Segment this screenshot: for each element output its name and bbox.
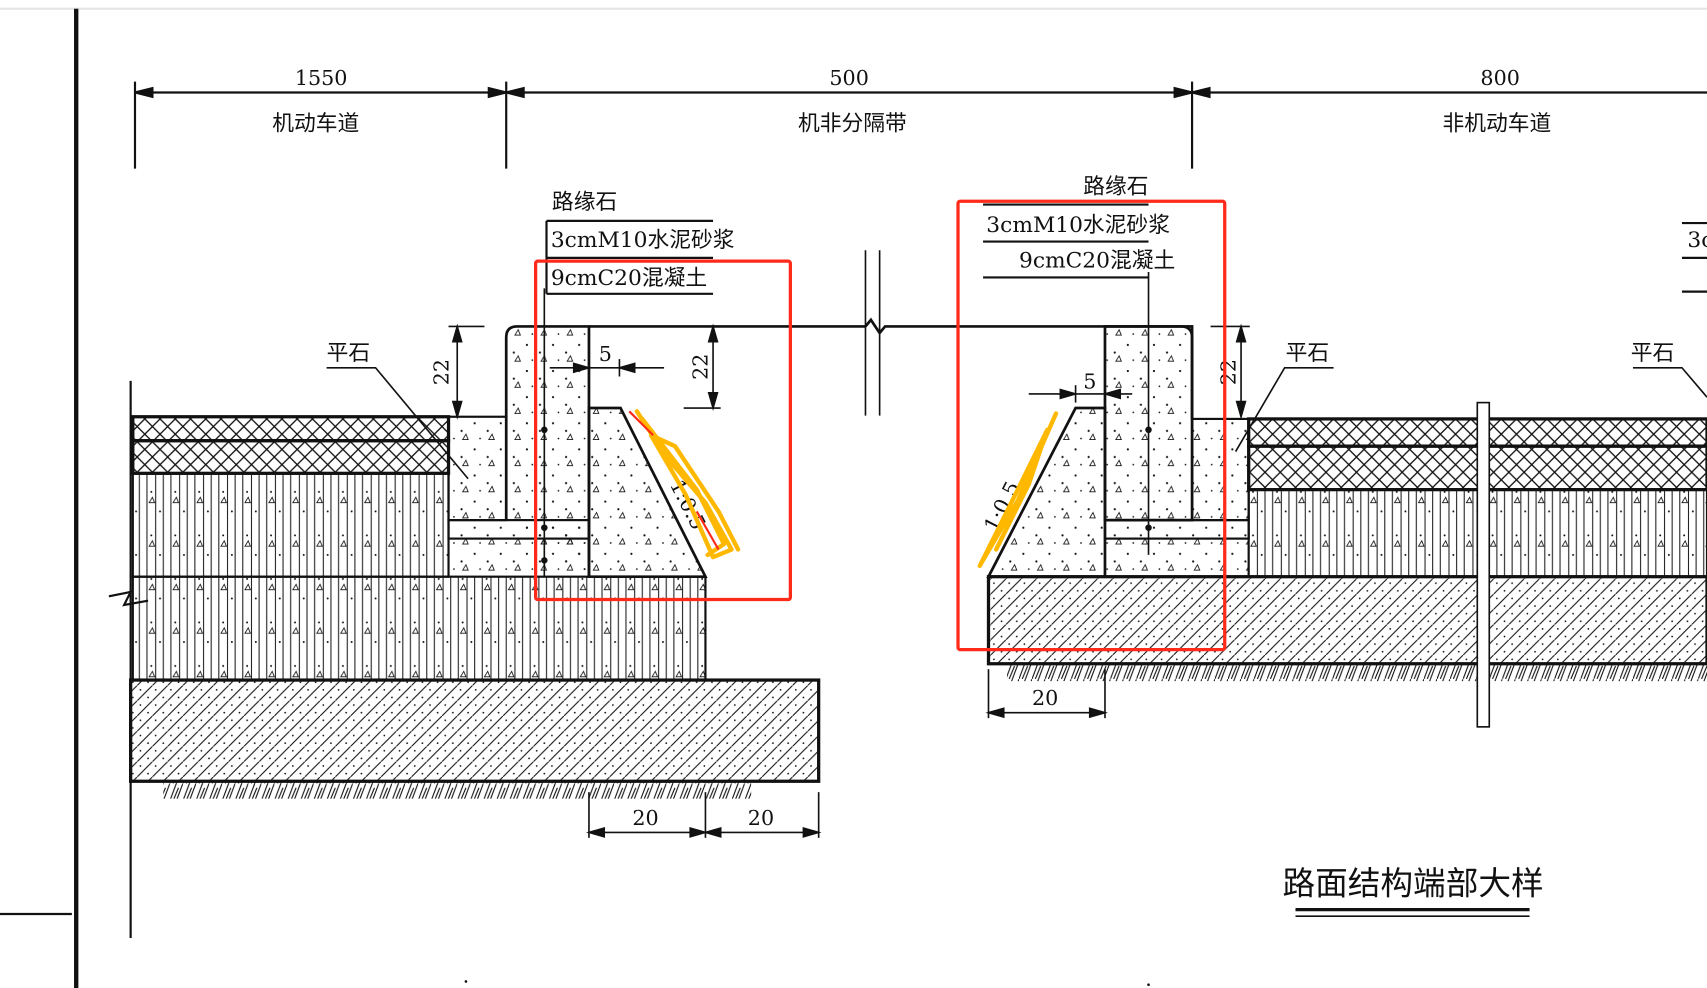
right-layer1-label: 3cmM10水泥砂浆 <box>986 213 1170 238</box>
right-leader-lines <box>983 203 1149 279</box>
cut-off-leader <box>1681 221 1707 293</box>
annotation-box-right <box>956 199 1227 652</box>
label-motor-lane: 机动车道 <box>272 112 359 137</box>
flat-stone-label: 平石 <box>327 341 371 366</box>
annotation-box-left <box>533 259 792 602</box>
label-nonmotor-lane: 非机动车道 <box>1443 112 1552 137</box>
dim-bottom-left-a: 20 <box>632 806 658 830</box>
height-dimensions <box>448 323 1250 420</box>
dim-separator: 500 <box>829 66 868 90</box>
dim-nonmotor-lane: 800 <box>1480 66 1519 90</box>
annotation-scribble-right <box>977 411 1059 568</box>
drawing-title: 路面结构端部大样 <box>1282 864 1543 902</box>
dim-bottom-right: 20 <box>1032 686 1058 710</box>
width-dimension-line <box>133 81 1707 169</box>
right-curb-label: 路缘石 <box>1083 175 1148 200</box>
bottom-dimensions <box>585 669 1108 838</box>
left-pavement <box>108 415 821 799</box>
dim-bottom-left-b: 20 <box>748 806 774 830</box>
dim-right-height: 22 <box>1217 359 1241 385</box>
right-layer2-label: 9cmC20混凝土 <box>1019 249 1175 274</box>
annotation-scribble-left <box>634 409 741 560</box>
dim-left-inner-height: 22 <box>689 354 713 380</box>
flat-stone-label: 平石 <box>1286 341 1330 366</box>
flat-stone-leaders <box>326 366 1707 480</box>
cut-off-label: 3c <box>1687 228 1707 253</box>
dim-motor-lane: 1550 <box>295 66 348 90</box>
right-curb-structure <box>986 272 1250 579</box>
dim-right-offset: 5 <box>1083 369 1096 393</box>
left-leader-lines <box>545 219 714 295</box>
left-curb-structure <box>447 288 708 579</box>
annotation-scribble-left-red <box>628 410 720 551</box>
left-curb-label: 路缘石 <box>552 190 617 215</box>
left-layer1-label: 3cmM10水泥砂浆 <box>551 228 735 253</box>
dim-left-outer-height: 22 <box>430 359 454 385</box>
left-layer2-label: 9cmC20混凝土 <box>551 266 707 291</box>
label-separator: 机非分隔带 <box>798 112 907 137</box>
dim-left-offset: 5 <box>599 342 612 366</box>
flat-stone-label: 平石 <box>1631 341 1675 366</box>
